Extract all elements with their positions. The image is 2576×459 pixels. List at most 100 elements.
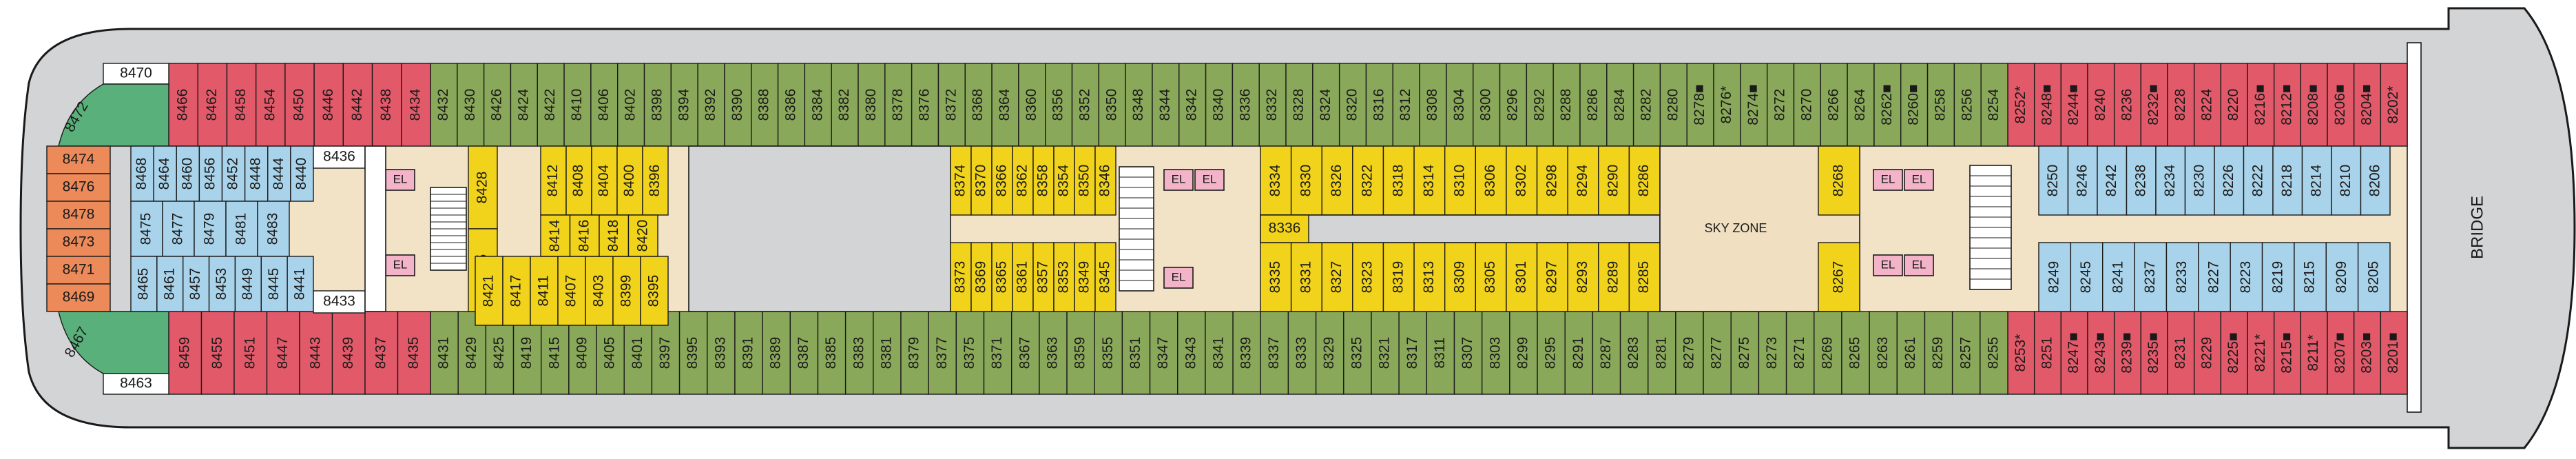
cabin-number: 8270 [1798,89,1814,121]
cabin-number: 8473 [63,234,95,250]
cabin-number: 8212■ [2279,84,2295,125]
cabin-number: 8333 [1294,337,1309,369]
cabin [1205,63,1234,147]
cabin [313,63,344,147]
cabin-number: 8368 [970,89,986,121]
cabin-number: 8443 [307,337,323,369]
cabin [2165,242,2199,312]
cabin [697,63,725,147]
cabin-number: 8202* [2385,86,2401,124]
cabin-number: 8409 [574,337,590,369]
cabin [1648,311,1676,395]
cabin-number: 8265 [1847,337,1863,369]
cabin [640,256,669,326]
cabin-number: 8221* [2252,334,2268,372]
cabin [1552,63,1581,147]
cabin-number: 8404 [596,164,612,196]
cabin [1260,214,1309,243]
cabin-number: 8345 [1097,261,1113,294]
cabin [2193,63,2222,147]
cabin [176,145,200,202]
cabin-number: 8308 [1424,89,1440,121]
cabin-number: 8249 [2046,261,2062,294]
cabin-number: 8388 [756,89,772,121]
cabin-number: 8282 [1639,89,1654,121]
cabin-number: 8247■ [2066,332,2081,373]
elevator-label: EL [393,172,408,185]
cabin-number: 8444 [271,157,287,190]
cabin-number: 8206 [2367,165,2382,197]
cabin-number: 8299 [1515,337,1530,369]
cabin [1980,63,2008,147]
cabin-number: 8392 [703,89,718,121]
cabin-number: 8332 [1264,89,1280,121]
cabin [1045,63,1073,147]
cabin-number: 8395 [685,337,700,369]
cabin [2353,311,2382,395]
cabin [1032,242,1055,312]
cabin-number: 8389 [768,337,784,369]
cabin-number: 8464 [156,157,172,190]
cabin-number: 8309 [1452,261,1468,294]
elevator-label: EL [1203,172,1217,185]
cabin [1785,311,1815,395]
cabin [1121,311,1151,395]
cabin [255,63,286,147]
cabin [1232,311,1261,395]
cabin-number: 8264 [1852,88,1868,121]
cabin [162,201,195,257]
cabin [200,311,235,395]
cabin [46,173,111,202]
cabin-number: 8218 [2279,165,2295,197]
cabin [1900,63,1929,147]
cabin [2301,145,2332,216]
cabin-number: 8220 [2225,89,2241,121]
cabin-number: 8471 [63,262,95,278]
cabin-number: 8227 [2206,261,2222,294]
cabin-number: 8450 [291,89,307,121]
cabin [2327,311,2355,395]
cabin-number: 8397 [657,337,673,369]
cabin-number: 8460 [179,158,195,190]
cabin-number: 8483 [265,213,281,245]
cabin-number: 8306 [1482,165,1498,197]
cabin [1285,63,1313,147]
cabin-number: 8362 [1015,165,1030,197]
cabin [257,201,290,257]
cabin-number: 8317 [1404,337,1420,369]
cabin-number: 8449 [240,268,256,300]
cabin [234,256,262,312]
cabin [2113,63,2142,147]
cabin-number: 8406 [596,89,612,121]
cabin-number: 8469 [63,289,95,305]
cabin-number: 8355 [1100,337,1116,369]
cabin-number: 8383 [851,337,866,369]
cabin-number: 8337 [1266,337,1282,369]
cabin [991,145,1013,216]
cabin-number: 8437 [373,337,388,369]
cabin-number: 8375 [962,337,977,369]
cabin-number: 8277 [1709,337,1725,369]
cabin [1012,145,1034,216]
cabin-number: 8374 [953,164,968,196]
elevator-label: EL [1881,172,1895,185]
cabin-number: 8436 [323,149,355,165]
cabin [670,63,698,147]
cabin [2140,63,2168,147]
cabin [900,311,929,395]
cabin-number: 8269 [1819,337,1835,369]
cabin-number: 8324 [1318,88,1333,121]
cabin-number: 8260■ [1906,84,1922,125]
cabin [1094,145,1116,216]
cabin [153,145,177,202]
cabin-number: 8201■ [2385,332,2401,373]
cabin [1506,242,1538,312]
cabin-number: 8468 [134,158,149,190]
cabin [1312,63,1340,147]
cabin-number: 8433 [323,294,355,309]
cabin [1343,311,1372,395]
cabin-number: 8248■ [2039,84,2055,125]
cabin-number: 8328 [1291,89,1307,121]
cabin [46,256,111,285]
